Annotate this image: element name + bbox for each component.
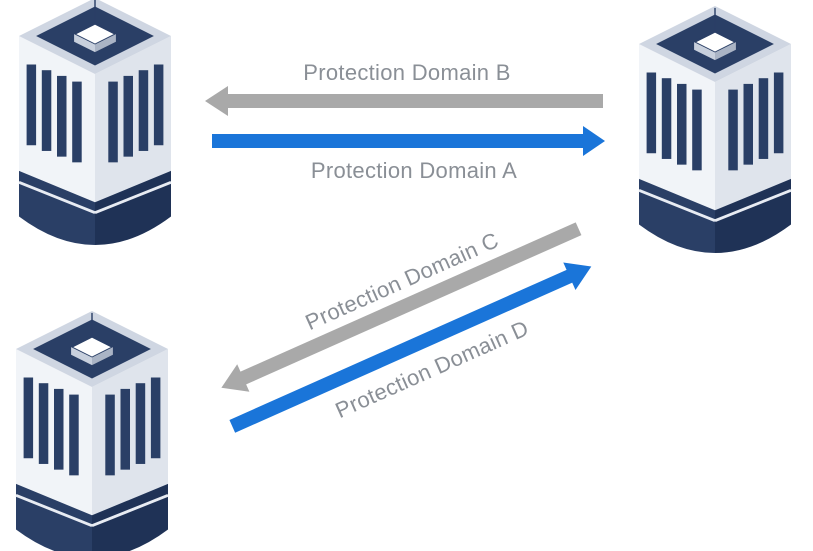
arrow-protection-domain-a (212, 126, 605, 156)
label-protection-domain-a: Protection Domain A (311, 158, 517, 183)
server-building-icon (14, 309, 170, 551)
server-building-icon (17, 0, 173, 247)
arrow-protection-domain-c (221, 222, 582, 392)
server-building-icon (637, 4, 793, 255)
label-protection-domain-b: Protection Domain B (303, 60, 510, 85)
arrow-protection-domain-d (229, 262, 592, 433)
arrow-protection-domain-b (205, 86, 603, 116)
